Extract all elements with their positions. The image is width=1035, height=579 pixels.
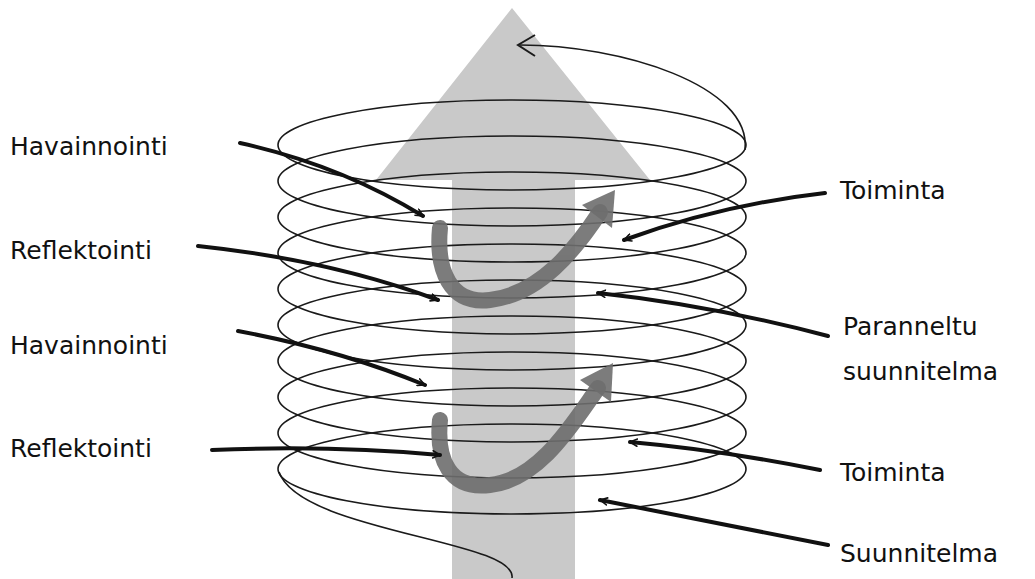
stage-label: Reflektointi [10,426,152,471]
stage-label: Reflektointi [10,228,152,273]
leader-arrows [198,143,828,545]
stage-label: Havainnointi [10,323,168,368]
stage-label: Havainnointi [10,124,168,169]
stage-label: Toiminta [840,450,946,495]
cycle-arrows [439,212,600,486]
stage-label: Paranneltu suunnitelma [843,304,1028,394]
stage-label: Suunnitelma [840,531,998,576]
spiral-loops [278,35,746,578]
stage-label: Toiminta [840,168,946,213]
